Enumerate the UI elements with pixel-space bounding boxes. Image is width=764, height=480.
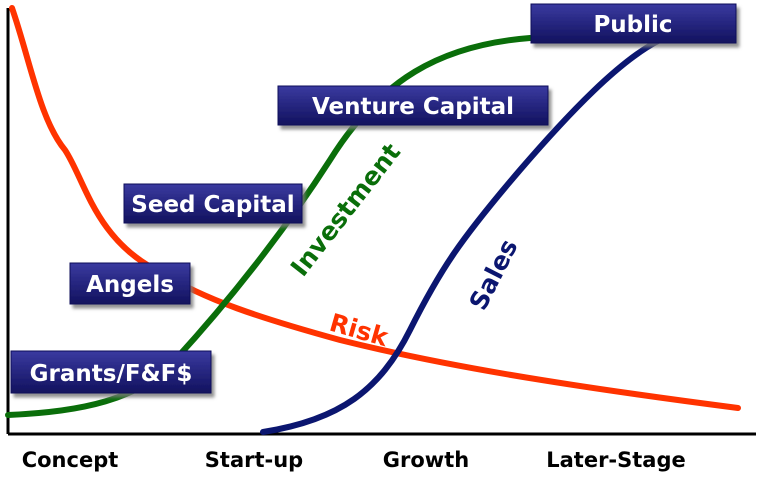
- funding-box-grants-label: Grants/F&F$: [30, 361, 193, 387]
- funding-box-seed-capital-label: Seed Capital: [131, 192, 294, 218]
- stage-label-later-stage: Later-Stage: [546, 448, 686, 472]
- funding-box-angels-label: Angels: [86, 272, 174, 298]
- funding-box-angels: Angels: [69, 262, 191, 305]
- funding-box-public: Public: [530, 3, 737, 44]
- funding-box-venture-capital: Venture Capital: [277, 85, 549, 126]
- investment-curve: [5, 35, 533, 418]
- sales-curve: [260, 37, 663, 435]
- stage-label-concept: Concept: [22, 448, 119, 472]
- funding-box-venture-capital-label: Venture Capital: [312, 94, 514, 120]
- funding-box-public-label: Public: [593, 12, 672, 38]
- funding-box-grants: Grants/F&F$: [10, 350, 212, 394]
- sales-curve-label: Sales: [464, 234, 524, 314]
- stage-label-start-up: Start-up: [205, 448, 303, 472]
- funding-box-seed-capital: Seed Capital: [123, 183, 303, 224]
- stage-label-growth: Growth: [383, 448, 469, 472]
- investment-curve-label: Investment: [285, 138, 406, 282]
